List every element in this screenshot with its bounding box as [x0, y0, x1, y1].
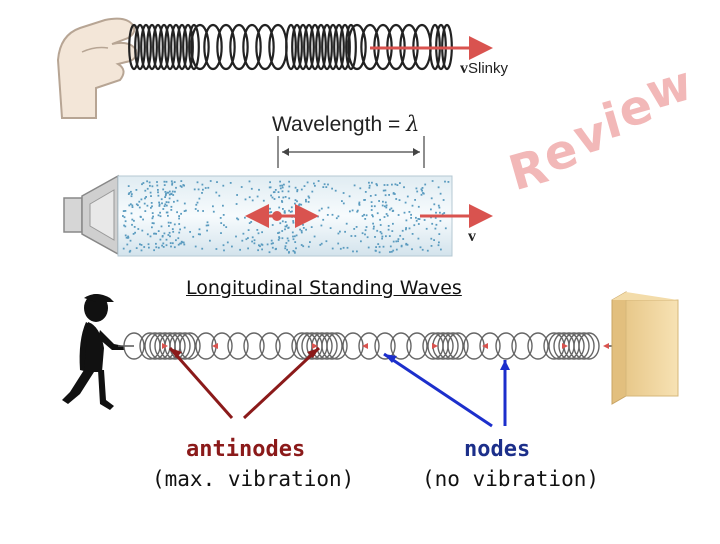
- tube-center-dot: [272, 211, 282, 221]
- antinode-pointers: [168, 346, 321, 420]
- lambda-symbol: λ: [406, 112, 420, 136]
- page-title: Longitudinal Standing Waves: [186, 277, 462, 299]
- hand-icon: [56, 17, 138, 119]
- spring-coil: [118, 332, 635, 360]
- air-particles: [122, 180, 450, 254]
- node-pointers: [383, 352, 510, 428]
- tube-velocity-label: v: [468, 228, 476, 245]
- wavelength-dimension: [277, 136, 425, 168]
- nodes-label: nodes: [464, 437, 531, 462]
- antinodes-label: antinodes: [186, 437, 306, 462]
- review-watermark: R e v i e w: [503, 55, 698, 202]
- speaker-icon: [63, 174, 119, 256]
- person-icon: [62, 294, 124, 410]
- antinodes-description: (max. vibration): [152, 467, 355, 491]
- wavelength-text: Wavelength =: [272, 113, 407, 136]
- slinky-label: vSlinky: [460, 60, 508, 78]
- slinky-text: Slinky: [468, 60, 509, 77]
- wall-icon: [611, 291, 679, 405]
- nodes-description: (no vibration): [422, 467, 600, 491]
- slinky-velocity-symbol: v: [460, 60, 468, 77]
- wavelength-label: Wavelength = λ: [272, 112, 419, 137]
